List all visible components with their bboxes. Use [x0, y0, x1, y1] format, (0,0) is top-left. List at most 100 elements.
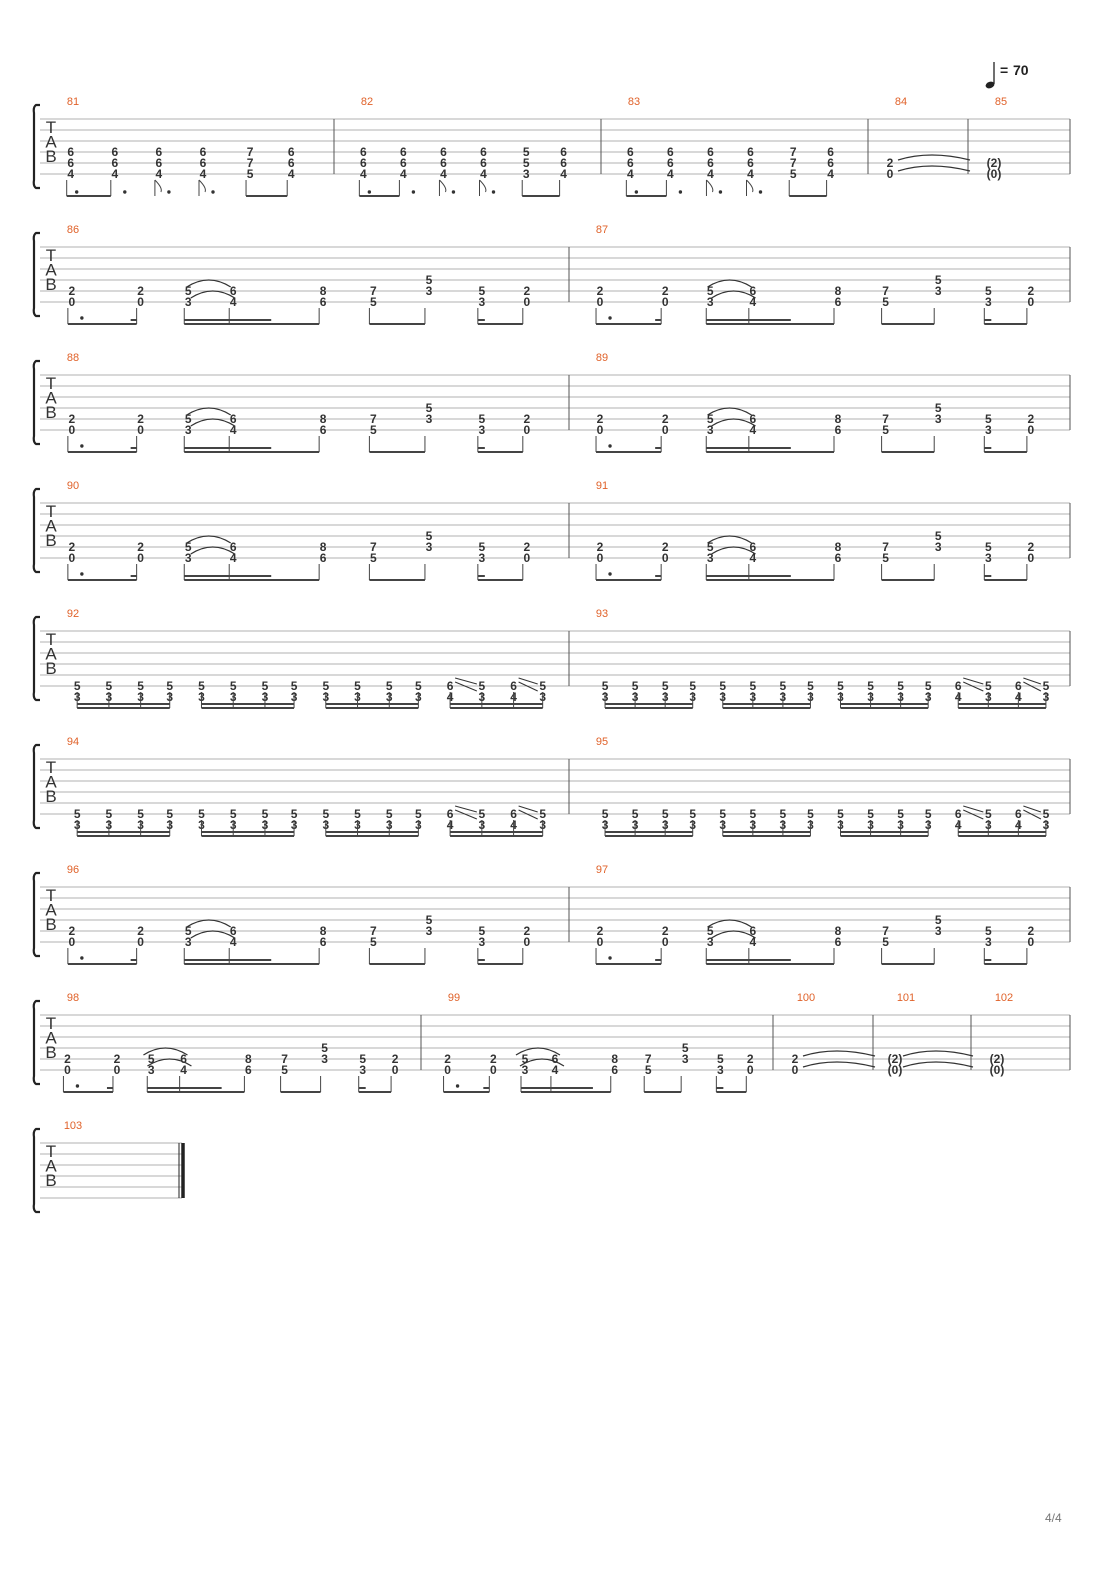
fret-number: 5 [386, 807, 393, 821]
fret-number: 7 [281, 1052, 288, 1066]
fret-number: 5 [322, 807, 329, 821]
fret-number: 0 [747, 1063, 754, 1077]
fret-number: 6 [560, 145, 567, 159]
fret-number: 0 [523, 935, 530, 949]
rhythm-dot [608, 572, 612, 576]
fret-number: 5 [415, 807, 422, 821]
fret-number: 5 [935, 401, 942, 415]
tab-system: TAB9453535353535353535353535364536453955… [32, 736, 1071, 837]
fret-number: 6 [835, 295, 842, 309]
fret-number: 0 [490, 1063, 497, 1077]
fret-number: 5 [749, 679, 756, 693]
fret-number: 5 [426, 529, 433, 543]
tie-arc [143, 1047, 188, 1056]
fret-number: 5 [321, 1041, 328, 1055]
tie-arc [711, 930, 756, 939]
fret-number: 5 [426, 913, 433, 927]
fret-number: 6 [749, 540, 756, 554]
tab-clef-letter: B [45, 403, 56, 422]
fret-number: 2 [64, 1052, 71, 1066]
eighth-flag [479, 179, 487, 193]
fret-number: (0) [990, 1063, 1005, 1077]
tempo-marking: = 70 [985, 62, 1029, 89]
fret-number: 0 [597, 935, 604, 949]
rhythm-dot [634, 190, 639, 194]
fret-number: 5 [539, 807, 546, 821]
fret-number: 4 [747, 167, 754, 181]
fret-number: 3 [707, 295, 714, 309]
fret-number: 7 [370, 540, 377, 554]
fret-number: 4 [749, 423, 756, 437]
fret-number: 5 [602, 679, 609, 693]
fret-number: 5 [479, 540, 486, 554]
fret-number: 6 [156, 145, 163, 159]
fret-number: 6 [180, 1052, 187, 1066]
fret-number: 5 [523, 145, 530, 159]
measure-number: 96 [67, 864, 79, 876]
tab-clef-letter: A [45, 645, 57, 664]
fret-number: 2 [523, 412, 530, 426]
fret-number: 6 [749, 284, 756, 298]
slide-line [1023, 681, 1042, 692]
rhythm-dot [411, 190, 416, 194]
tab-clef-letter: B [45, 1043, 56, 1062]
fret-number: 5 [291, 807, 298, 821]
rhythm-dot [451, 190, 456, 194]
fret-number: 0 [1028, 935, 1035, 949]
fret-number: 6 [667, 156, 674, 170]
fret-number: 5 [291, 679, 298, 693]
tab-clef-letter: B [45, 659, 56, 678]
tab-clef: TAB [45, 630, 57, 678]
fret-number: 5 [925, 807, 932, 821]
measure: 102(2)(0) [990, 992, 1014, 1077]
tab-clef-letter: T [46, 374, 56, 393]
tab-clef-letter: B [45, 1171, 56, 1190]
fret-number: 6 [480, 156, 487, 170]
fret-number: 6 [360, 156, 367, 170]
fret-number: 5 [247, 167, 254, 181]
tie-arc [515, 1047, 561, 1056]
fret-number: 7 [882, 540, 889, 554]
fret-number: 3 [985, 423, 992, 437]
fret-number: 5 [707, 284, 714, 298]
tab-clef: TAB [45, 886, 57, 934]
fret-number: 3 [707, 423, 714, 437]
fret-number: 6 [230, 284, 237, 298]
fret-number: 2 [137, 284, 144, 298]
fret-number: 4 [627, 167, 634, 181]
system-bracket [32, 999, 40, 1086]
fret-number: 5 [230, 807, 237, 821]
rhythm-dot [678, 190, 683, 194]
fret-number: 3 [185, 295, 192, 309]
fret-number: 6 [707, 145, 714, 159]
fret-number: (2) [990, 1052, 1005, 1066]
fret-number: 2 [597, 924, 604, 938]
fret-number: 4 [707, 167, 714, 181]
system-bracket [32, 487, 40, 574]
fret-number: 0 [792, 1063, 799, 1077]
fret-number: 0 [137, 551, 144, 565]
fret-number: 2 [887, 156, 894, 170]
fret-number: 4 [749, 295, 756, 309]
rhythm-dot [80, 316, 84, 320]
fret-number: 7 [247, 156, 254, 170]
tab-clef-letter: T [46, 246, 56, 265]
rhythm-dot [455, 1084, 460, 1088]
fret-number: 2 [69, 924, 76, 938]
slide-line [1023, 809, 1042, 820]
tempo-equals: = [1000, 62, 1008, 78]
slide-line [963, 681, 984, 692]
slide-line [454, 805, 477, 813]
rhythm-dot [80, 572, 84, 576]
fret-number: 6 [707, 156, 714, 170]
fret-number: 8 [320, 412, 327, 426]
fret-number: 2 [1028, 924, 1035, 938]
fret-number: 5 [74, 679, 81, 693]
measure-number: 84 [895, 96, 907, 108]
fret-number: 8 [835, 540, 842, 554]
fret-number: 3 [935, 924, 942, 938]
tempo-value: 70 [1013, 62, 1029, 78]
fret-number: 0 [662, 423, 669, 437]
